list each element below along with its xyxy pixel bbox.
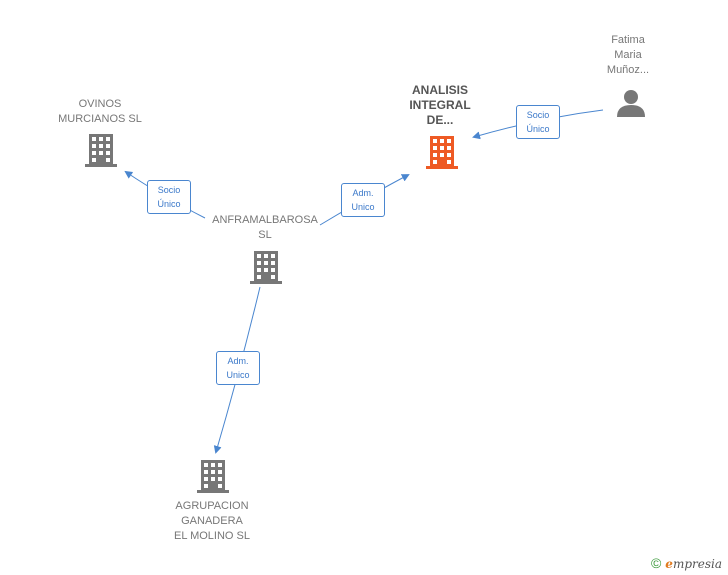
node-label-ovinos[interactable]: OVINOS MURCIANOS SL xyxy=(58,98,142,125)
footer-brand[interactable]: ©empresia xyxy=(651,555,722,571)
edge-label-anframal-agrupacion[interactable]: Adm. Unico xyxy=(216,351,260,385)
node-label-anframal[interactable]: ANFRAMALBAROSA SL xyxy=(212,214,318,241)
building-icon-focus[interactable] xyxy=(425,134,459,170)
edge-label-fatima-analisis[interactable]: Socio Único xyxy=(516,105,560,139)
building-icon[interactable] xyxy=(249,249,283,285)
edge-label-anframal-ovinos[interactable]: Socio Único xyxy=(147,180,191,214)
building-icon[interactable] xyxy=(84,132,118,168)
edge-label-anframal-analisis[interactable]: Adm. Unico xyxy=(341,183,385,217)
brand-initial: e xyxy=(665,557,673,571)
node-label-analisis[interactable]: ANALISIS INTEGRAL DE... xyxy=(409,83,471,127)
node-label-agrupacion[interactable]: AGRUPACION GANADERA EL MOLINO SL xyxy=(173,500,250,542)
person-icon[interactable] xyxy=(615,88,647,118)
brand-name: mpresia xyxy=(672,557,722,571)
copyright-symbol: © xyxy=(650,555,662,571)
node-label-fatima[interactable]: Fatima Maria Muñoz... xyxy=(606,34,650,76)
building-icon[interactable] xyxy=(196,458,230,494)
